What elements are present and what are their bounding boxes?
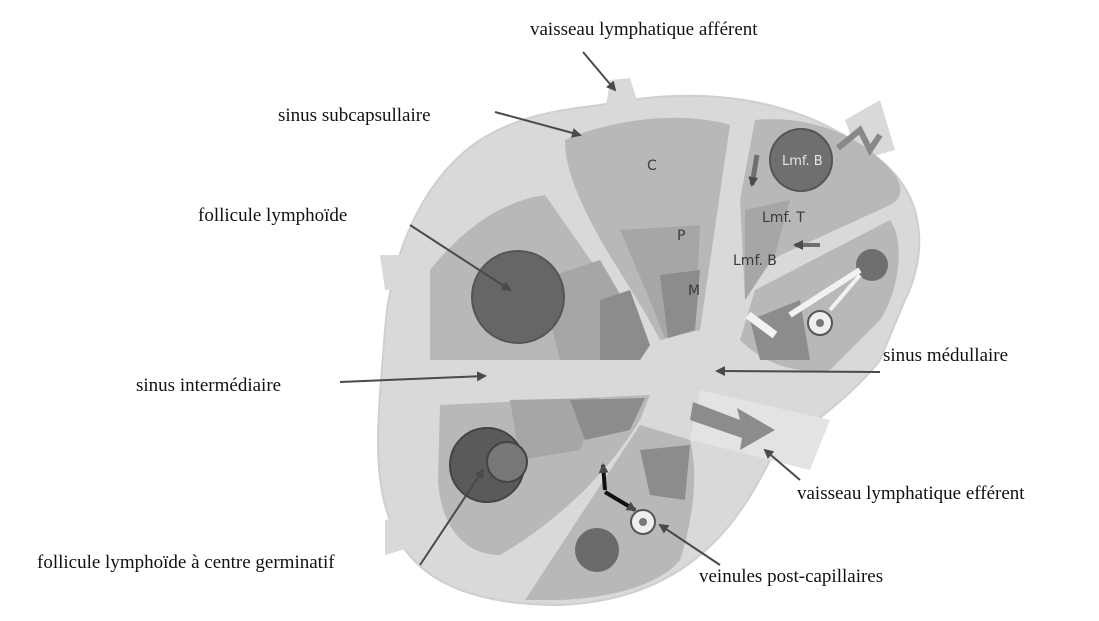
- label-germinal-follicle: follicule lymphoïde à centre germinatif: [37, 553, 335, 572]
- primary-follicle: [472, 251, 564, 343]
- region-medulla: M: [688, 283, 700, 299]
- label-hev: veinules post-capillaires: [699, 567, 883, 586]
- region-cortex: C: [647, 158, 657, 174]
- label-lymphoid-follicle: follicule lymphoïde: [198, 206, 347, 225]
- region-lymph-t: Lmf. T: [762, 210, 805, 226]
- bottom-follicle: [575, 528, 619, 572]
- label-afferent-vessel: vaisseau lymphatique afférent: [530, 20, 758, 39]
- label-subcapsular-sinus: sinus subcapsullaire: [278, 106, 431, 125]
- hev-upper-core: [816, 319, 824, 327]
- label-medullary-sinus: sinus médullaire: [883, 346, 1008, 365]
- afferent-pointer: [583, 52, 615, 90]
- label-intermediate-sinus: sinus intermédiaire: [136, 376, 281, 395]
- hev-lower-core: [639, 518, 647, 526]
- region-lymph-b-lower: Lmf. B: [733, 253, 777, 269]
- left-vessel-stub: [380, 255, 425, 290]
- germinal-center: [487, 442, 527, 482]
- medullary-pointer: [717, 371, 880, 372]
- label-efferent-vessel: vaisseau lymphatique efférent: [797, 484, 1025, 503]
- region-paracortex: P: [677, 228, 685, 244]
- region-lymph-b-upper: Lmf. B: [782, 154, 823, 169]
- black-arrow-up: [603, 465, 605, 490]
